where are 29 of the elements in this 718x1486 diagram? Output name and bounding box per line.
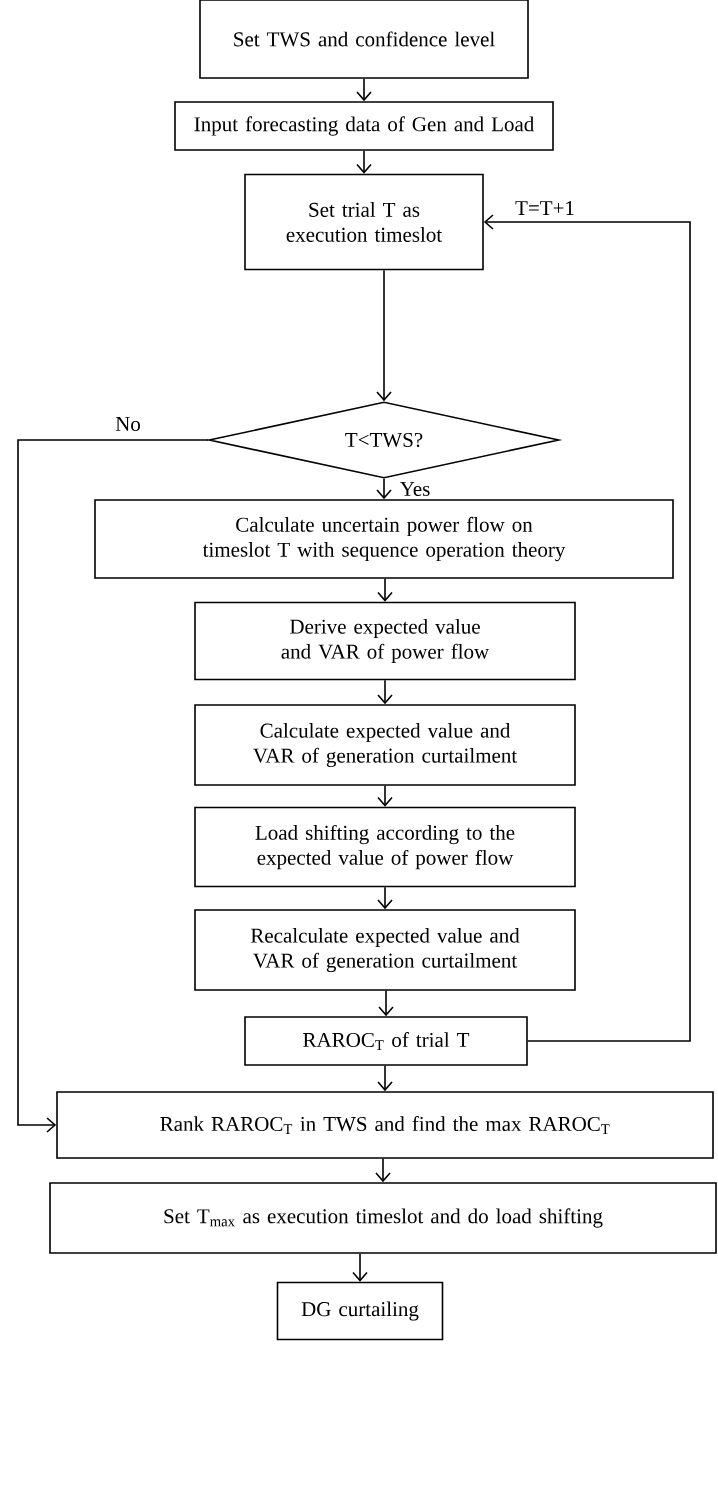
arrow xyxy=(377,578,393,602)
edge-label: Yes xyxy=(398,481,432,497)
arrow xyxy=(377,679,393,705)
process-box: Derive expected value and VAR of power flow xyxy=(194,601,576,681)
process-box: Calculate uncertain power flow on timeslot T with sequence operation theory xyxy=(94,499,674,579)
arrow xyxy=(356,150,372,174)
edge-label: T=T+1 xyxy=(514,200,576,216)
edge-label: No xyxy=(114,416,142,432)
process-box: Input forecasting data of Gen and Load xyxy=(174,101,554,151)
arrow xyxy=(378,990,394,1017)
arrow xyxy=(376,478,392,500)
process-box: Rank RAROC$_{T}$ in TWS and find the max RAROC$_{T}$ xyxy=(56,1091,714,1159)
process-box: DG curtailing xyxy=(276,1281,444,1341)
process-box: RAROC$_{T}$ of trial T xyxy=(244,1016,528,1066)
arrow xyxy=(483,214,691,1042)
arrow xyxy=(352,1253,368,1282)
arrow xyxy=(377,1065,393,1092)
arrow xyxy=(375,1158,391,1183)
process-box: Set TWS and confidence level xyxy=(199,0,529,79)
process-box: Load shifting according to the expected value of power flow xyxy=(194,806,576,888)
arrow xyxy=(377,886,393,910)
arrow xyxy=(376,269,392,402)
process-box: Calculate expected value and VAR of generation curtailment xyxy=(194,704,576,786)
arrow xyxy=(17,439,209,1133)
arrow xyxy=(377,785,393,807)
process-box: Recalculate expected value and VAR of generation curtailment xyxy=(194,909,576,991)
process-box: Set trial T as execution timeslot xyxy=(244,173,484,271)
arrow xyxy=(356,78,372,102)
process-box: Set T$_{max}$ as execution timeslot and do load shifting xyxy=(49,1182,717,1254)
